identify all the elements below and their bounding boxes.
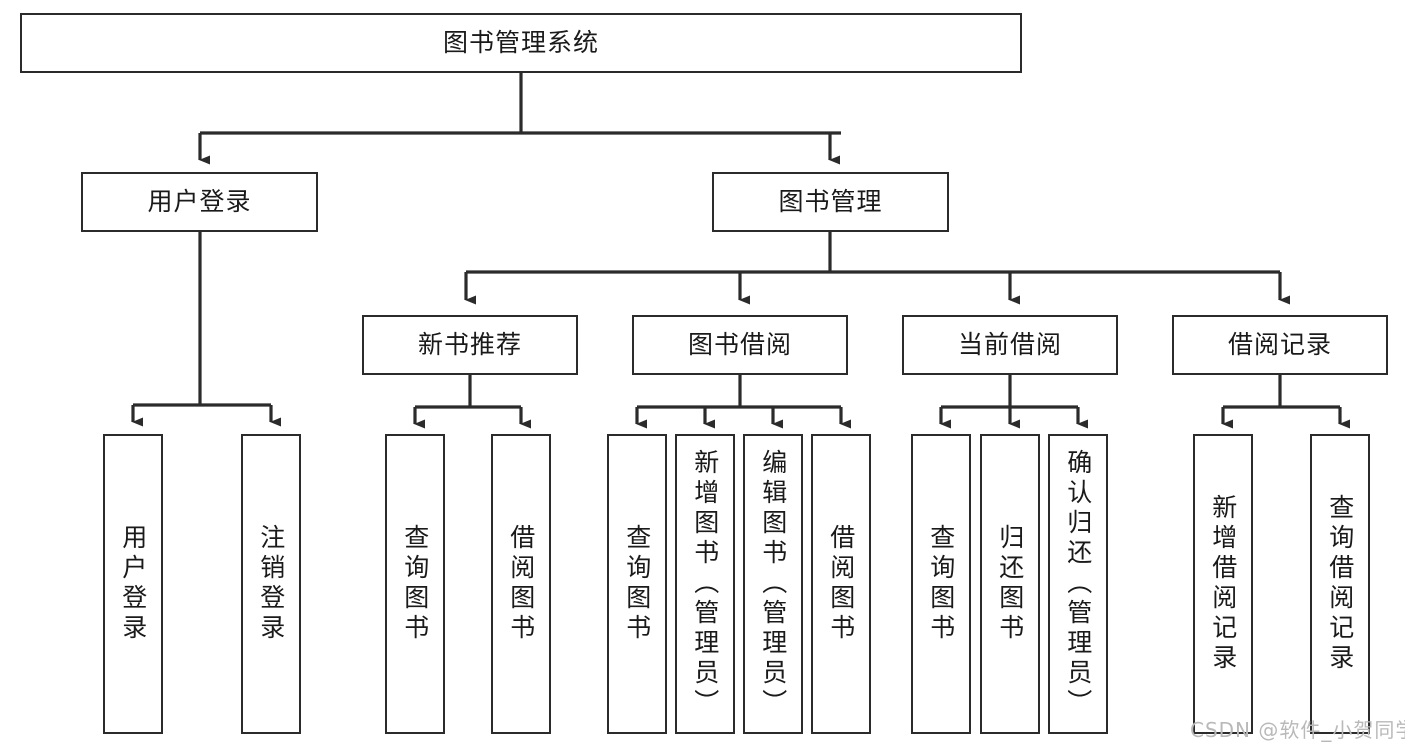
leaf-user-login-logout[interactable]: 注销登录 — [241, 434, 301, 734]
node-label: 注销登录 — [256, 524, 286, 644]
node-label: 新增借阅记录 — [1208, 494, 1238, 674]
node-label: 查询图书 — [400, 524, 430, 644]
node-label: 借阅图书 — [826, 524, 856, 644]
leaf-recommend-query-book[interactable]: 查询图书 — [385, 434, 445, 734]
leaf-borrow-borrow-book[interactable]: 借阅图书 — [811, 434, 871, 734]
csdn-watermark: CSDN @软件_小贺同学 — [1190, 718, 1405, 742]
node-label: 查询借阅记录 — [1325, 494, 1355, 674]
leaf-current-return-book[interactable]: 归还图书 — [980, 434, 1040, 734]
node-label: 当前借阅 — [957, 330, 1062, 359]
leaf-record-query-record[interactable]: 查询借阅记录 — [1310, 434, 1370, 734]
node-label: 查询图书 — [926, 524, 956, 644]
node-label: 图书借阅 — [687, 330, 792, 359]
node-user-login[interactable]: 用户登录 — [81, 172, 318, 232]
leaf-borrow-add-book-admin[interactable]: 新增图书（管理员） — [675, 434, 735, 734]
node-borrow-record[interactable]: 借阅记录 — [1172, 315, 1388, 375]
node-label: 借阅记录 — [1227, 330, 1332, 359]
leaf-recommend-borrow-book[interactable]: 借阅图书 — [491, 434, 551, 734]
node-label: 新书推荐 — [417, 330, 522, 359]
node-new-book-recommend[interactable]: 新书推荐 — [362, 315, 578, 375]
leaf-current-query-book[interactable]: 查询图书 — [911, 434, 971, 734]
node-label: 用户登录 — [147, 187, 252, 216]
node-label: 用户登录 — [118, 524, 148, 644]
leaf-borrow-query-book[interactable]: 查询图书 — [607, 434, 667, 734]
leaf-user-login-login[interactable]: 用户登录 — [103, 434, 163, 734]
leaf-current-confirm-return-admin[interactable]: 确认归还（管理员） — [1048, 434, 1108, 734]
node-label: 确认归还（管理员） — [1063, 449, 1093, 719]
node-book-management[interactable]: 图书管理 — [712, 172, 949, 232]
node-label: 新增图书（管理员） — [690, 449, 720, 719]
node-label: 图书管理 — [778, 187, 883, 216]
node-label: 图书管理系统 — [442, 28, 599, 57]
node-current-borrow[interactable]: 当前借阅 — [902, 315, 1118, 375]
leaf-record-add-record[interactable]: 新增借阅记录 — [1193, 434, 1253, 734]
node-book-borrow[interactable]: 图书借阅 — [632, 315, 848, 375]
leaf-borrow-edit-book-admin[interactable]: 编辑图书（管理员） — [743, 434, 803, 734]
node-label: 查询图书 — [622, 524, 652, 644]
node-label: 归还图书 — [995, 524, 1025, 644]
node-root-system[interactable]: 图书管理系统 — [20, 13, 1022, 73]
node-label: 借阅图书 — [506, 524, 536, 644]
node-label: 编辑图书（管理员） — [758, 449, 788, 719]
